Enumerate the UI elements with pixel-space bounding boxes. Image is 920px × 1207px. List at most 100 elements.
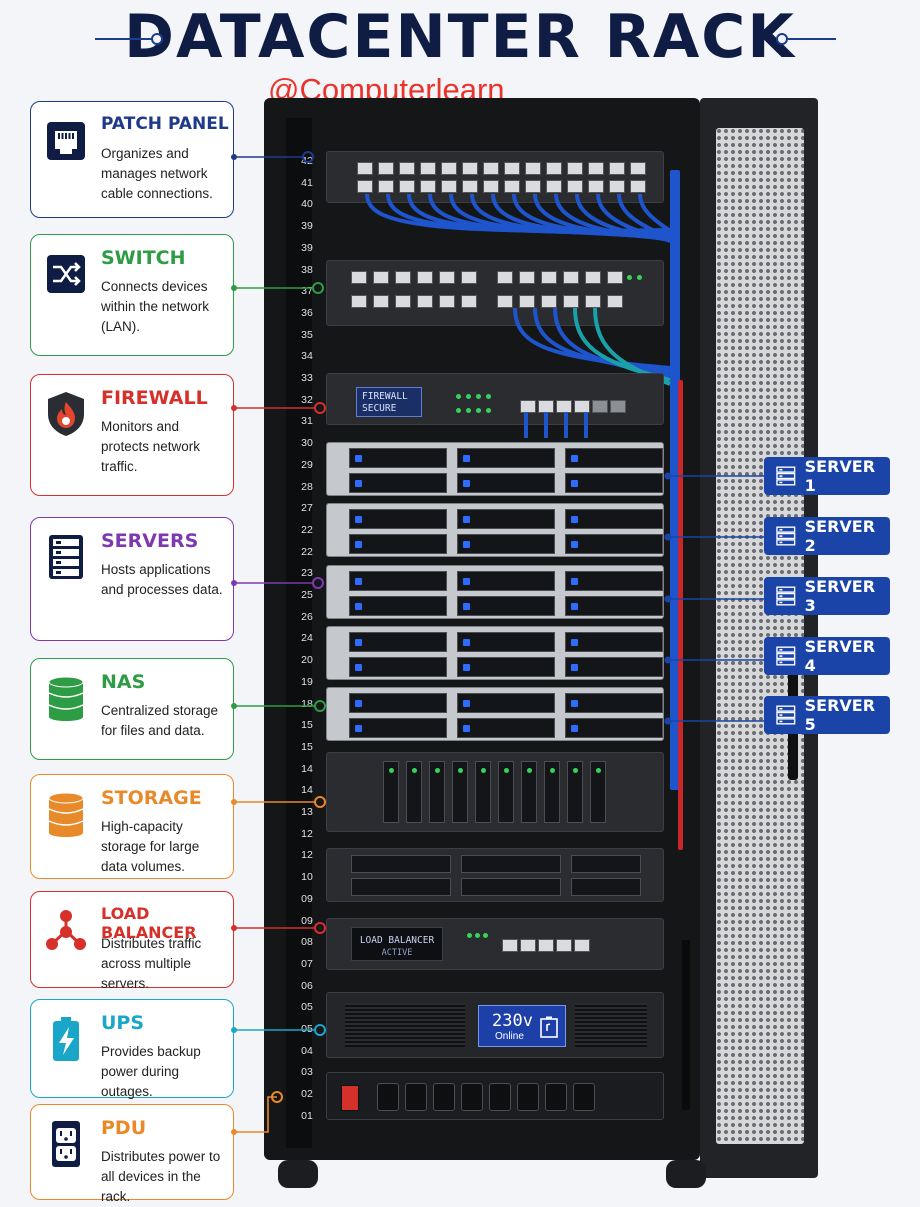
drive-bay[interactable] [349,509,447,529]
drive-bay[interactable] [349,473,447,493]
patch-port[interactable] [567,180,583,193]
server-label-3[interactable]: SERVER 3 [764,577,890,615]
switch-port[interactable] [563,271,579,284]
switch-port[interactable] [461,295,477,308]
server-label-4[interactable]: SERVER 4 [764,637,890,675]
patch-port[interactable] [399,180,415,193]
patch-port[interactable] [483,180,499,193]
drive-bay[interactable] [565,509,663,529]
pdu-socket[interactable] [405,1083,427,1111]
switch-port[interactable] [351,295,367,308]
drive-bay[interactable] [457,473,555,493]
drive-bay[interactable] [457,718,555,738]
patch-port[interactable] [357,162,373,175]
nas-drive-bay[interactable] [429,761,445,823]
drive-bay[interactable] [565,693,663,713]
switch-port[interactable] [417,295,433,308]
patch-port[interactable] [462,162,478,175]
switch-port[interactable] [439,295,455,308]
drive-bay[interactable] [457,534,555,554]
pdu-socket[interactable] [433,1083,455,1111]
server-unit[interactable] [326,626,664,680]
drive-bay[interactable] [565,571,663,591]
load-balancer-port[interactable] [556,939,572,952]
server-unit[interactable] [326,565,664,619]
server-unit[interactable] [326,503,664,557]
patch-port[interactable] [567,162,583,175]
server-label-1[interactable]: SERVER 1 [764,457,890,495]
nas-drive-bay[interactable] [452,761,468,823]
nas-drive-bay[interactable] [544,761,560,823]
patch-port[interactable] [378,162,394,175]
server-unit[interactable] [326,442,664,496]
switch-port[interactable] [607,295,623,308]
patch-port[interactable] [483,162,499,175]
drive-bay[interactable] [349,448,447,468]
drive-bay[interactable] [349,632,447,652]
switch-port[interactable] [607,271,623,284]
drive-bay[interactable] [565,657,663,677]
patch-port[interactable] [546,162,562,175]
patch-port[interactable] [546,180,562,193]
patch-port[interactable] [420,180,436,193]
switch-port[interactable] [497,295,513,308]
patch-port[interactable] [378,180,394,193]
patch-port[interactable] [504,162,520,175]
switch-port[interactable] [541,271,557,284]
switch-port[interactable] [417,271,433,284]
patch-port[interactable] [630,180,646,193]
server-label-5[interactable]: SERVER 5 [764,696,890,734]
pdu-socket[interactable] [517,1083,539,1111]
patch-port[interactable] [588,180,604,193]
drive-bay[interactable] [565,473,663,493]
switch-port[interactable] [395,271,411,284]
firewall-port[interactable] [592,400,608,413]
patch-port[interactable] [630,162,646,175]
drive-bay[interactable] [457,509,555,529]
drive-bay[interactable] [457,571,555,591]
nas-drive-bay[interactable] [590,761,606,823]
load-balancer-port[interactable] [574,939,590,952]
drive-bay[interactable] [565,596,663,616]
switch-port[interactable] [541,295,557,308]
pdu-socket[interactable] [545,1083,567,1111]
patch-port[interactable] [525,180,541,193]
switch-port[interactable] [585,295,601,308]
switch-port[interactable] [519,271,535,284]
drive-bay[interactable] [349,596,447,616]
storage-device[interactable] [326,848,664,902]
drive-bay[interactable] [565,534,663,554]
switch-port[interactable] [585,271,601,284]
patch-port[interactable] [609,180,625,193]
patch-port[interactable] [441,180,457,193]
switch-port[interactable] [373,271,389,284]
switch-port[interactable] [519,295,535,308]
pdu-power-switch[interactable] [341,1085,359,1111]
switch-port[interactable] [395,295,411,308]
pdu-socket[interactable] [573,1083,595,1111]
nas-drive-bay[interactable] [521,761,537,823]
firewall-port[interactable] [574,400,590,413]
patch-port[interactable] [399,162,415,175]
patch-port[interactable] [441,162,457,175]
patch-port[interactable] [588,162,604,175]
load-balancer-port[interactable] [502,939,518,952]
patch-port[interactable] [462,180,478,193]
drive-bay[interactable] [349,693,447,713]
drive-bay[interactable] [457,632,555,652]
firewall-port[interactable] [610,400,626,413]
load-balancer-port[interactable] [538,939,554,952]
switch-port[interactable] [351,271,367,284]
drive-bay[interactable] [565,448,663,468]
drive-bay[interactable] [565,632,663,652]
patch-port[interactable] [525,162,541,175]
load-balancer-port[interactable] [520,939,536,952]
